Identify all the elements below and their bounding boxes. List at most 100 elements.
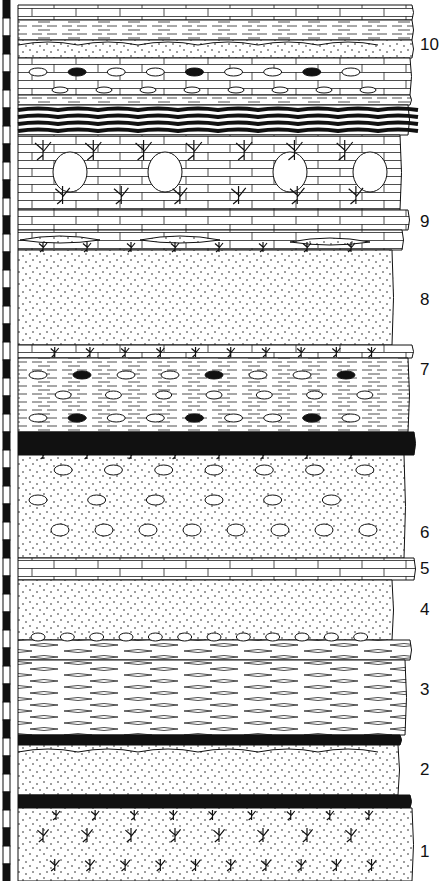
nodule: [264, 414, 282, 422]
bed: [18, 808, 414, 881]
nodule: [55, 391, 71, 399]
nodule: [119, 633, 133, 641]
scale-segment: [3, 666, 10, 684]
bed: [18, 735, 402, 745]
scale-segment: [3, 684, 10, 702]
scale-segment: [3, 756, 10, 774]
nodule: [156, 391, 172, 399]
bed: [18, 795, 412, 808]
bed: [18, 58, 412, 95]
scale-segment: [3, 576, 10, 594]
bed: [18, 455, 406, 558]
nodule: [315, 524, 333, 536]
root-trace: [136, 140, 152, 160]
nodule: [73, 371, 91, 379]
nodule: [29, 495, 47, 505]
scale-segment: [3, 252, 10, 270]
root-trace: [114, 186, 128, 204]
coal-streak: [18, 123, 418, 125]
root-trace: [261, 859, 271, 871]
root-trace: [226, 859, 236, 871]
nodule: [95, 524, 113, 536]
root-trace: [156, 347, 164, 357]
scale-segment: [3, 486, 10, 504]
root-trace: [208, 810, 216, 820]
coal-streak: [18, 109, 418, 111]
nodule: [271, 524, 289, 536]
nodule: [31, 633, 45, 641]
scale-segment: [3, 396, 10, 414]
root-trace: [51, 347, 59, 357]
nodule: [236, 633, 250, 641]
bed-number: 7: [420, 360, 429, 380]
nodule: [184, 87, 200, 93]
nodule: [225, 414, 243, 422]
bed: [18, 20, 414, 40]
nodule: [107, 414, 125, 422]
root-trace: [216, 451, 222, 459]
scale-segment: [3, 306, 10, 324]
root-trace: [55, 186, 69, 204]
scale-segment: [3, 612, 10, 630]
nodule: [117, 371, 135, 379]
root-trace: [83, 242, 91, 252]
nodule: [29, 414, 47, 422]
scale-segment: [3, 540, 10, 558]
root-trace: [37, 828, 48, 842]
scale-segment: [3, 270, 10, 288]
bed: [18, 95, 412, 105]
root-trace: [81, 828, 92, 842]
root-trace: [130, 810, 138, 820]
coal-streak: [18, 130, 418, 132]
bed: [18, 230, 404, 250]
nodule: [205, 465, 223, 475]
root-trace: [262, 347, 270, 357]
scale-segment: [3, 144, 10, 162]
bed-number: 9: [420, 212, 429, 232]
root-trace: [40, 451, 46, 459]
scale-segment: [3, 216, 10, 234]
nodule: [107, 68, 125, 76]
scale-segment: [3, 720, 10, 738]
root-trace: [304, 451, 310, 459]
root-trace: [127, 242, 135, 252]
root-trace: [301, 828, 312, 842]
bed-number: 4: [420, 600, 429, 620]
scale-segment: [3, 90, 10, 108]
nodule: [155, 465, 173, 475]
bed: [18, 660, 407, 735]
nodule: [148, 633, 162, 641]
nodule: [356, 465, 374, 475]
root-trace: [365, 810, 373, 820]
root-trace: [85, 140, 101, 160]
nodule: [205, 371, 223, 379]
bed: [18, 40, 414, 58]
bed: [18, 640, 412, 660]
nodule: [146, 414, 164, 422]
nodule: [68, 414, 86, 422]
coal-streak: [18, 116, 418, 118]
nodule: [90, 633, 104, 641]
nodule: [185, 414, 203, 422]
scale-segment: [3, 810, 10, 828]
scale-segment: [3, 234, 10, 252]
scale-segment: [3, 648, 10, 666]
root-trace: [215, 242, 223, 252]
root-trace: [227, 347, 235, 357]
nodule: [293, 371, 311, 379]
nodule: [140, 87, 156, 93]
nodule: [264, 495, 282, 505]
root-trace: [347, 242, 355, 252]
root-trace: [260, 451, 266, 459]
bed: [18, 358, 410, 432]
scale-segment: [3, 378, 10, 396]
root-trace: [345, 828, 356, 842]
bed-number: 6: [420, 523, 429, 543]
nodule: [307, 391, 323, 399]
erosion-surface: [18, 42, 378, 45]
root-trace: [173, 186, 187, 204]
root-trace: [39, 242, 47, 252]
nodule: [249, 371, 267, 379]
scale-segment: [3, 126, 10, 144]
nodule: [88, 495, 106, 505]
